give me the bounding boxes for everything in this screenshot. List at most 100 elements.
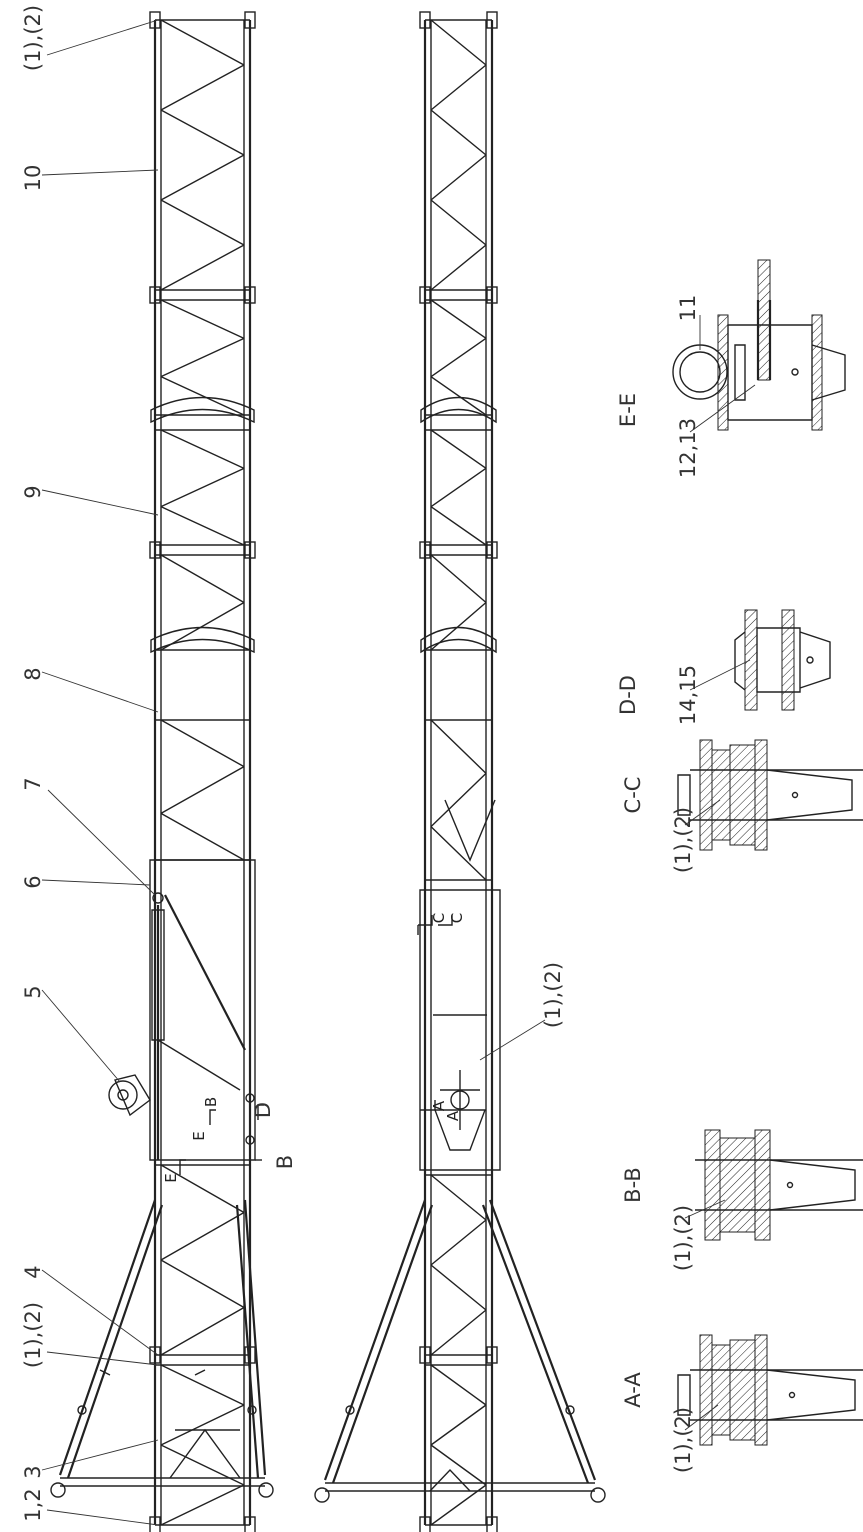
boom-lacing-1 [430,299,487,416]
section-aa-callout: (1),(2) [671,1407,695,1473]
section-dd-title: D-D [616,675,640,715]
boom-lug-left-4 [149,1516,161,1532]
boom-frame-0 [425,19,492,291]
section-aa-detail [677,1334,863,1446]
boom-lug-right-2 [244,541,256,559]
label-7: 7 [21,777,45,790]
section-cc-detail [677,739,863,851]
section-mark-e-2: E [162,1173,180,1182]
right-boom-aframe [314,1199,606,1503]
boom-lug-right-0 [244,11,256,29]
boom-lug-left-0 [419,11,431,29]
boom-frame-3 [155,554,250,651]
section-cc-callout: (1),(2) [671,807,695,873]
label-3: 3 [21,1465,45,1478]
boom-chords [423,20,494,1525]
boom-frame-5 [425,1174,492,1356]
boom-lacing-0 [430,19,487,291]
boom-lug-left-1 [419,286,431,304]
section-mark-a: A [430,1100,448,1111]
label-5: 5 [21,985,45,998]
boom-lug-right-4 [244,1516,256,1532]
boom-frame-5 [155,1164,250,1356]
boom-frame-0 [155,19,250,291]
boom-lug-left-4 [419,1516,431,1532]
boom-frame-6 [425,1364,492,1526]
boom-frame-4 [425,719,492,881]
boom-lacing-4 [430,719,487,881]
section-ee-detail [672,259,846,431]
boom-lug-right-1 [244,286,256,304]
label-9: 9 [21,485,45,498]
boom-lug-left-0 [149,11,161,29]
section-mark-b-1: B [202,1097,220,1107]
boom-lug-left-2 [149,541,161,559]
label-8: 8 [21,667,45,680]
leader-lines [41,19,756,1526]
section-dd-detail [734,609,831,711]
boom-lug-left-3 [149,1346,161,1364]
section-mark-b-2: B [273,1155,297,1169]
section-bb-detail [695,1129,863,1241]
boom-lacing-6 [160,1364,245,1526]
boom-frame-1 [425,299,492,416]
section-ee-callout-12-13: 12,13 [676,418,700,478]
section-mark-c-1: C [430,913,448,923]
boom-lug-right-3 [486,1346,498,1364]
boom-inner-chords [430,20,487,1525]
section-dd-callout-14-15: 14,15 [676,665,700,725]
boom-lug-right-2 [486,541,498,559]
section-mark-a-2: A [444,1110,462,1121]
boom-inner-chords [160,20,245,1525]
left-boom-side-view [149,11,256,1532]
callout-labels: (1),(2) 10 9 8 7 6 5 4 (1),(2) 3 1,2 (1)… [21,5,700,1522]
boom-frame-2 [155,429,250,546]
section-mark-d: D [251,1102,275,1118]
boom-chords [153,20,252,1525]
boom-lacing-4 [160,719,245,861]
section-ee-callout-11: 11 [676,295,700,322]
right-boom-top-view [419,11,498,1532]
label-1-2-right-boom: (1),(2) [541,962,565,1028]
boom-break-0 [150,396,255,424]
section-mark-e-1: E [190,1131,208,1140]
boom-frame-6 [155,1364,250,1526]
left-boom-aframe [50,1199,274,1498]
left-boom-head-frame [108,859,256,1161]
boom-break-1 [150,626,255,654]
boom-lacing-6 [430,1364,487,1526]
boom-frame-3 [425,554,492,651]
section-bb-callout: (1),(2) [671,1205,695,1271]
boom-lug-left-2 [419,541,431,559]
label-10: 10 [21,165,45,192]
section-ee-title: E-E [616,393,640,427]
section-aa-title: A-A [621,1372,645,1408]
boom-lacing-5 [160,1164,245,1356]
section-mark-c-2: C [448,913,466,923]
section-bb-title: B-B [621,1167,645,1203]
boom-frame-2 [425,429,492,546]
label-6: 6 [21,875,45,888]
boom-lacing-3 [430,554,487,651]
boom-lacing-5 [430,1174,487,1356]
boom-lug-left-1 [149,286,161,304]
boom-lug-right-1 [486,286,498,304]
boom-lacing-1 [160,299,245,416]
boom-lacing-0 [160,19,245,291]
label-1-2-bottom: 1,2 [21,1488,45,1521]
boom-break-1 [420,626,497,654]
label-1-2-top: (1),(2) [21,5,45,71]
label-1-2-mid: (1),(2) [21,1302,45,1368]
label-4: 4 [21,1265,45,1278]
boom-frame-1 [155,299,250,416]
section-marks: C C A A E E B B D [162,913,466,1183]
boom-break-0 [420,396,497,424]
right-boom-head-detail [419,799,501,1171]
boom-lacing-2 [430,429,487,546]
boom-lug-left-3 [419,1346,431,1364]
section-cc-title: C-C [621,777,645,814]
boom-lacing-2 [160,429,245,546]
boom-lug-right-4 [486,1516,498,1532]
boom-lacing-3 [160,554,245,651]
